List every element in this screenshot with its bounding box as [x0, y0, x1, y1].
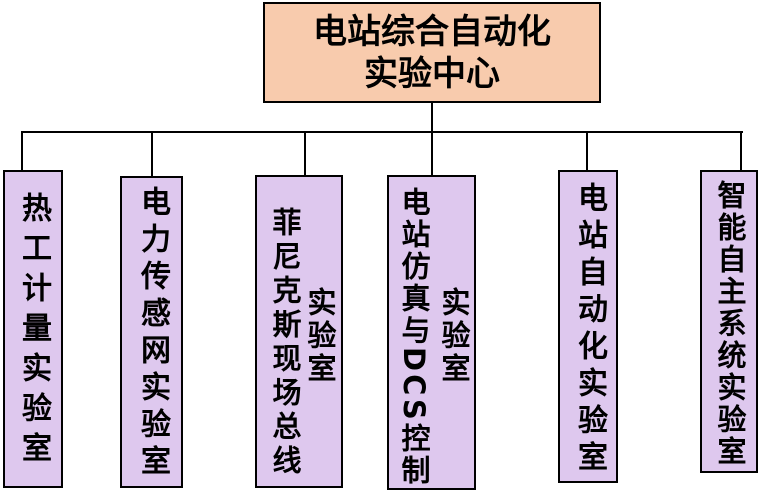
root-title-line-1: 电站综合自动化 — [313, 11, 551, 52]
lab-label: 智能自主系统实验室 — [713, 180, 747, 468]
connector-line-lab-2 — [151, 131, 153, 176]
root-title-line-2: 实验中心 — [364, 53, 500, 94]
connector-line-lab-3 — [304, 131, 306, 175]
lab-label-column-1: 电站仿真与DCS控制 — [397, 187, 431, 487]
root-stem-line — [431, 103, 433, 133]
lab-label-column-2: 实验室 — [303, 287, 337, 386]
lab-label: 电力传感网实验室 — [135, 186, 170, 482]
connector-line-lab-4 — [431, 131, 433, 175]
connector-line-lab-1 — [21, 131, 23, 170]
lab-node-intelligent-autonomous-systems: 智能自主系统实验室 — [700, 170, 758, 473]
lab-node-thermal-metrology: 热工计量实验室 — [3, 170, 63, 488]
lab-label-column-2: 实验室 — [437, 287, 471, 386]
lab-node-plant-automation: 电站自动化实验室 — [558, 170, 618, 483]
connector-line-lab-6 — [740, 131, 742, 170]
lab-label: 热工计量实验室 — [16, 192, 51, 472]
lab-node-plant-simulation-dcs: 电站仿真与DCS控制 实验室 — [387, 175, 476, 490]
lab-label: 电站自动化实验室 — [572, 182, 607, 478]
horizontal-bus-line — [21, 131, 743, 133]
lab-label-column-1: 菲尼克斯现场总线 — [268, 207, 302, 479]
lab-node-phoenix-fieldbus: 菲尼克斯现场总线 实验室 — [255, 175, 343, 488]
lab-node-power-sensor-network: 电力传感网实验室 — [120, 176, 183, 488]
connector-line-lab-5 — [586, 131, 588, 170]
root-node: 电站综合自动化 实验中心 — [263, 2, 601, 103]
